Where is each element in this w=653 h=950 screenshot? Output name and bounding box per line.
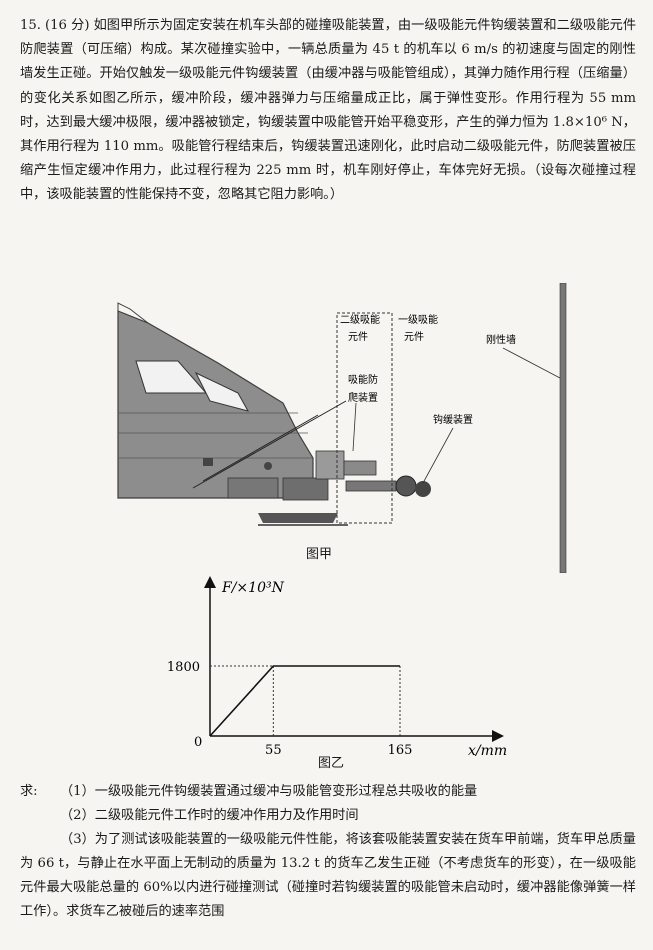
origin-label: 0: [194, 735, 202, 750]
label-secondary-element-2: 元件: [348, 331, 368, 343]
locomotive-illustration: 二级吸能 元件 一级吸能 元件 刚性墙 吸能防 爬装置 钩缓装置: [117, 282, 567, 574]
x-tick-label: 165: [388, 743, 413, 758]
label-secondary-element-1: 二级吸能: [340, 313, 380, 326]
figure-b-caption: 图乙: [318, 756, 345, 771]
question-1: （1）一级吸能元件钩缓装置通过缓冲与吸能管变形过程总共吸收的能量: [60, 784, 478, 799]
problem-number: 15.: [20, 18, 41, 33]
force-series-line: [209, 665, 400, 737]
questions-prefix: 求:: [20, 784, 38, 799]
label-anticlimb-1: 吸能防: [348, 373, 378, 386]
label-primary-element-2: 元件: [404, 331, 424, 343]
question-2: （2）二级吸能元件工作时的缓冲作用力及作用时间: [60, 808, 359, 823]
force-displacement-chart: F/×10³N x/mm 0 1800 55 165: [150, 570, 530, 780]
y-tick-label: 1800: [167, 660, 200, 675]
label-anticlimb-2: 爬装置: [348, 391, 378, 404]
label-rigid-wall: 刚性墙: [486, 333, 516, 346]
y-axis-label: F/×10³N: [221, 580, 285, 596]
figure-a: 二级吸能 元件 一级吸能 元件 刚性墙 吸能防 爬装置 钩缓装置: [108, 282, 588, 574]
question-3: （3）为了测试该吸能装置的一级吸能元件性能，将该套吸能装置安装在货车甲前端，货车…: [20, 832, 636, 919]
x-tick-label: 55: [265, 743, 282, 758]
problem-points: (16 分): [44, 18, 90, 33]
label-coupler: 钩缓装置: [433, 413, 473, 426]
figure-a-caption: 图甲: [306, 547, 333, 562]
problem-text: 15.(16 分)如图甲所示为固定安装在机车头部的碰撞吸能装置，由一级吸能元件钩…: [20, 14, 636, 208]
label-primary-element-1: 一级吸能: [398, 313, 438, 326]
questions: 求: （1）一级吸能元件钩缓装置通过缓冲与吸能管变形过程总共吸收的能量 （2）二级…: [20, 780, 636, 924]
problem-body: 如图甲所示为固定安装在机车头部的碰撞吸能装置，由一级吸能元件钩缓装置和二级吸能元…: [20, 18, 637, 203]
x-axis-label: x/mm: [468, 743, 507, 759]
